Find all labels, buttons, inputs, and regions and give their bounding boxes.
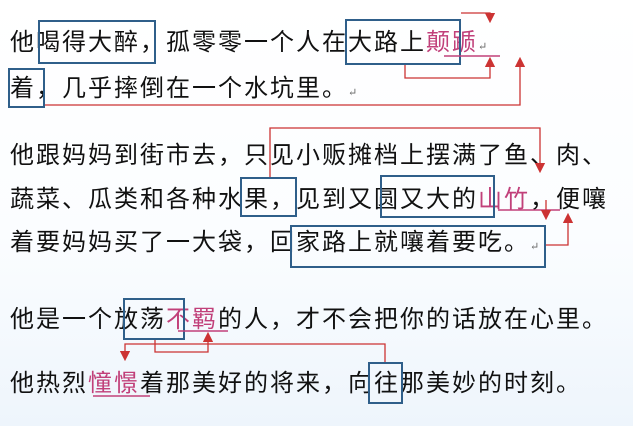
paragraph-mark: ↵ (348, 86, 358, 99)
highlight-word: 不羁 (166, 305, 218, 333)
paragraph-mark: ↵ (530, 240, 540, 253)
text: ，便嚷 (530, 185, 608, 213)
text: 他是一个放荡 (10, 305, 166, 333)
arrow-connector (119, 343, 386, 362)
annotation-box (290, 225, 546, 268)
text: 着那美好的将来，向往那美妙的时刻。 (140, 369, 582, 397)
highlight-word: 山竹 (478, 185, 530, 213)
annotation-box (123, 298, 185, 340)
sentence-2-line-2: 蔬菜、瓜类和各种水果，见到又圆又大的山竹，便嚷 (10, 182, 608, 216)
arrow-connector (546, 212, 574, 246)
text: 蔬菜、瓜类和各种水果，见到又圆又大的 (10, 185, 478, 213)
text: 着，几乎摔倒在一个水坑里。 (10, 74, 348, 102)
annotation-box (240, 177, 297, 217)
paragraph-mark: ↵ (478, 40, 488, 53)
sentence-3: 他是一个放荡不羁的人，才不会把你的话放在心里。 (10, 302, 608, 336)
sentence-2-line-3: 着要妈妈买了一大袋，回家路上就嚷着要吃。↵ (10, 225, 539, 259)
highlight-word: 颠踬 (426, 28, 478, 56)
highlight-word: 憧憬 (88, 369, 140, 397)
sentence-4: 他热烈憧憬着那美好的将来，向往那美妙的时刻。 (10, 366, 582, 400)
text: 的人，才不会把你的话放在心里。 (218, 305, 608, 333)
sentence-1-line-1: 他喝得大醉，孤零零一个人在大路上颠踬↵ (10, 25, 487, 59)
annotation-box (38, 20, 156, 64)
annotation-box (368, 362, 403, 404)
annotation-box (8, 68, 45, 108)
arrow-connector (461, 12, 496, 24)
text: 着要妈妈买了一大袋，回家路上就嚷着要吃。 (10, 228, 530, 256)
annotation-box (380, 175, 495, 218)
text: 他热烈 (10, 369, 88, 397)
sentence-2-line-1: 他跟妈妈到街市去，只见小贩摊档上摆满了鱼、肉、 (10, 138, 608, 172)
text: 他喝得大醉，孤零零一个人在大路上 (10, 28, 426, 56)
annotation-box (345, 19, 461, 65)
text: 他跟妈妈到街市去，只见小贩摊档上摆满了鱼、肉、 (10, 141, 608, 169)
sentence-1-line-2: 着，几乎摔倒在一个水坑里。↵ (10, 71, 357, 105)
